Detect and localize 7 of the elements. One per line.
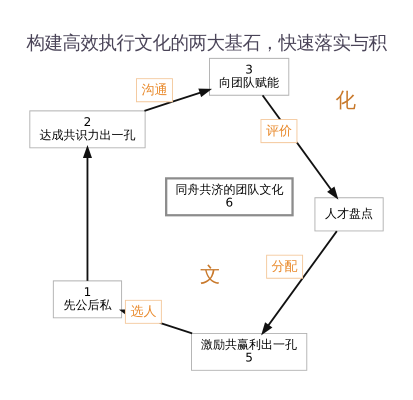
label: 化	[336, 87, 356, 112]
edge-label: 选人	[130, 304, 156, 320]
edge-label: 沟通	[142, 82, 168, 98]
edge-label: 分配	[272, 259, 298, 274]
label: 文	[200, 262, 220, 286]
diagram-title: 构建高效执行文化的两大基石，快速落实与积	[26, 32, 386, 54]
edge-label: 评价	[266, 123, 292, 138]
